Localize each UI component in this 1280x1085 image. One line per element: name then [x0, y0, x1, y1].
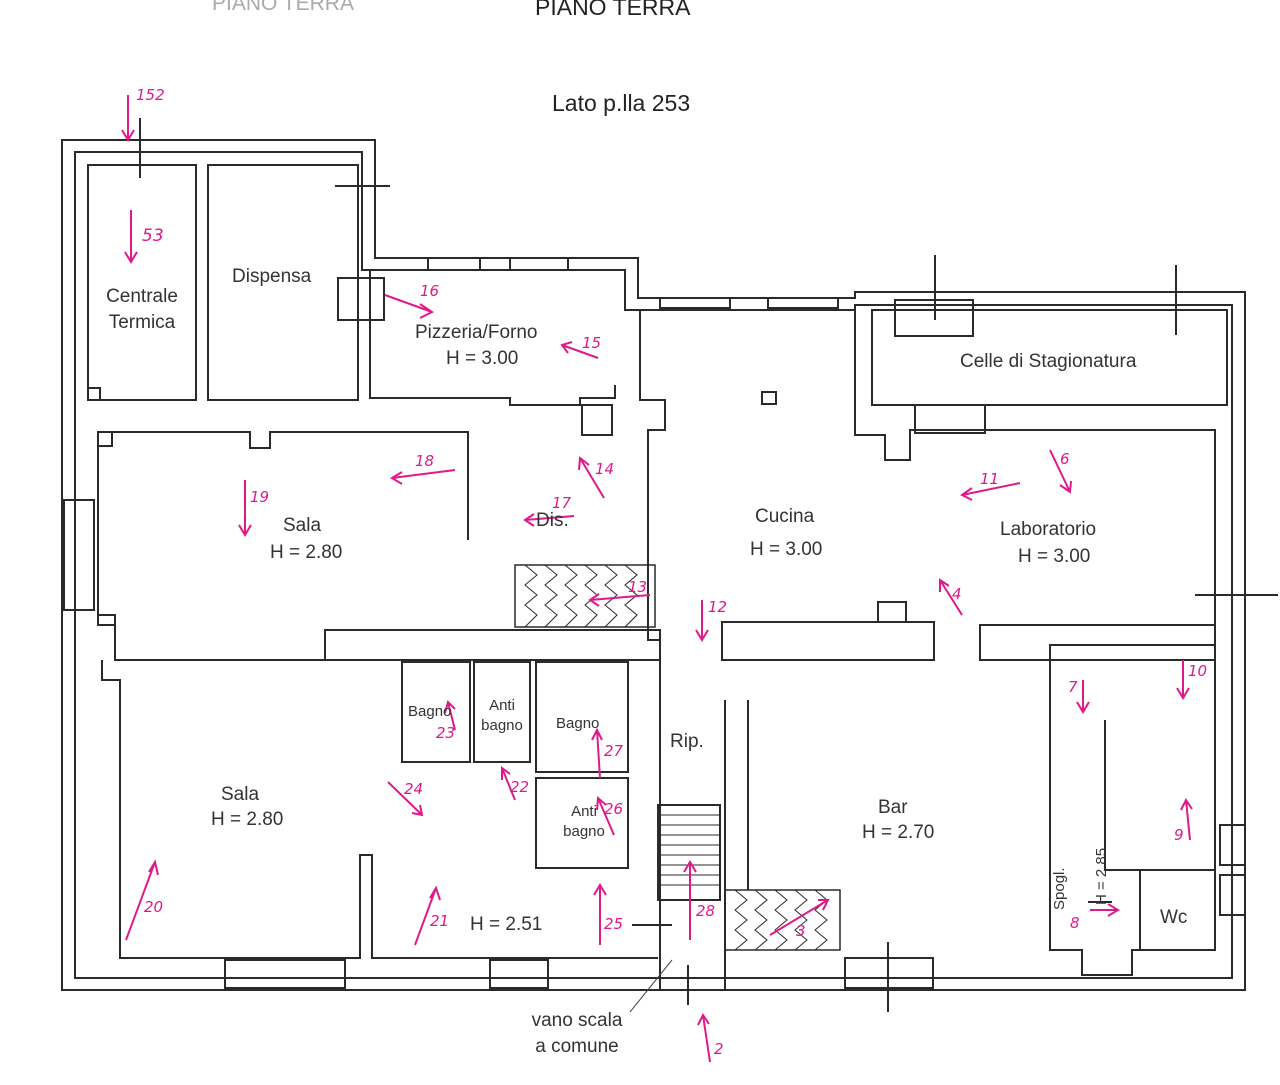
room-celle: Celle di Stagionatura — [960, 351, 1137, 372]
photo-marker: 11 — [980, 470, 1000, 488]
centrale-termica-room — [87, 164, 197, 401]
room-laboratorio-height: H = 3.00 — [1018, 546, 1091, 567]
bagno-1 — [401, 661, 471, 763]
room-bagno-2: Bagno — [556, 715, 600, 732]
photo-marker: 53 — [142, 226, 164, 246]
room-antibagno-1: Anti bagno — [481, 697, 523, 734]
photo-marker: 19 — [250, 488, 270, 506]
bagno-2 — [535, 661, 629, 773]
window-west — [63, 499, 95, 611]
window-4 — [767, 297, 839, 309]
floor-title: PIANO TERRA — [535, 0, 691, 20]
pizzeria-room — [369, 270, 616, 406]
photo-marker: 152 — [136, 86, 165, 104]
dispensa-stair — [337, 277, 385, 321]
room-bagno-1: Bagno — [408, 703, 452, 720]
room-sala-top-height: H = 2.80 — [270, 542, 343, 563]
room-bar: Bar — [878, 797, 908, 818]
antibagno-2 — [535, 777, 629, 869]
room-wc: Wc — [1160, 907, 1188, 928]
window-1 — [427, 257, 481, 271]
photo-marker: 7 — [1068, 678, 1078, 696]
room-dis: Dis. — [536, 510, 569, 531]
photo-marker: 24 — [404, 780, 424, 798]
photo-marker: 17 — [552, 494, 572, 512]
photo-marker: 6 — [1060, 450, 1070, 468]
window-east-1 — [1219, 824, 1246, 866]
faint-floor-label: PIANO TERRA — [212, 0, 354, 15]
room-pizzeria: Pizzeria/Forno — [415, 322, 538, 343]
mid-wall — [324, 629, 661, 661]
room-bar-height: H = 2.70 — [862, 822, 935, 843]
photo-marker: 22 — [510, 778, 530, 796]
side-label: Lato p.lla 253 — [552, 90, 691, 116]
photo-marker: 20 — [144, 898, 164, 916]
room-rip: Rip. — [670, 731, 704, 752]
bar-top-wall — [721, 621, 935, 661]
room-cucina: Cucina — [755, 506, 815, 527]
room-centrale-termica: Centrale Termica — [106, 286, 178, 333]
window-bottom-2 — [489, 959, 549, 989]
photo-marker: 15 — [582, 334, 602, 352]
photo-marker: 21 — [430, 912, 450, 930]
room-antibagno-2: Anti bagno — [563, 803, 605, 840]
photo-marker: 14 — [595, 460, 615, 478]
room-sala-top: Sala — [283, 515, 322, 536]
room-sala-bottom: Sala — [221, 784, 260, 805]
photo-marker: 13 — [628, 578, 648, 596]
photo-marker: 8 — [1070, 914, 1080, 932]
window-3 — [659, 297, 731, 309]
celle-stair-2 — [914, 404, 986, 434]
vano-scala-label: vano scala a comune — [531, 1010, 623, 1057]
photo-marker: 28 — [696, 902, 716, 920]
pillar-2 — [877, 601, 907, 623]
room-spogl-height: H = 2.85 — [1093, 847, 1110, 905]
photo-marker: 2 — [714, 1040, 724, 1058]
photo-marker: 25 — [604, 915, 624, 933]
photo-marker: 16 — [420, 282, 440, 300]
photo-marker: 9 — [1174, 826, 1184, 844]
photo-marker: 10 — [1188, 662, 1208, 680]
window-east-2 — [1219, 874, 1246, 916]
stair-hatch-bar — [724, 889, 841, 951]
pillar-1 — [581, 404, 613, 436]
photo-marker: 18 — [415, 452, 435, 470]
photo-marker: 27 — [604, 742, 624, 760]
photo-marker: 26 — [604, 800, 624, 818]
photo-marker: 3 — [796, 922, 806, 940]
room-corridor-height: H = 2.51 — [470, 914, 543, 935]
room-pizzeria-height: H = 3.00 — [446, 348, 519, 369]
shaft-1 — [87, 387, 101, 401]
room-laboratorio: Laboratorio — [1000, 519, 1097, 540]
wc-inner — [1104, 720, 1215, 950]
window-bottom-1 — [224, 959, 346, 989]
cucina-wall — [639, 310, 666, 660]
spogl-room — [1049, 644, 1216, 976]
window-2 — [509, 257, 569, 271]
lab-wall — [854, 305, 1216, 645]
lab-bottom-wall — [979, 624, 1216, 661]
room-cucina-height: H = 3.00 — [750, 539, 823, 560]
celle-room — [871, 309, 1228, 406]
shaft-3 — [761, 391, 777, 405]
room-dispensa: Dispensa — [232, 266, 312, 287]
room-sala-bottom-height: H = 2.80 — [211, 809, 284, 830]
dispensa-room — [207, 164, 359, 401]
room-spogl: Spogl. — [1051, 867, 1068, 910]
photo-marker: 23 — [436, 724, 456, 742]
photo-marker: 4 — [952, 585, 962, 603]
photo-marker: 12 — [708, 598, 728, 616]
antibagno-1 — [473, 661, 531, 763]
sala-bottom-room — [98, 624, 658, 959]
outer-wall — [61, 139, 1246, 991]
shaft-2 — [97, 431, 113, 447]
